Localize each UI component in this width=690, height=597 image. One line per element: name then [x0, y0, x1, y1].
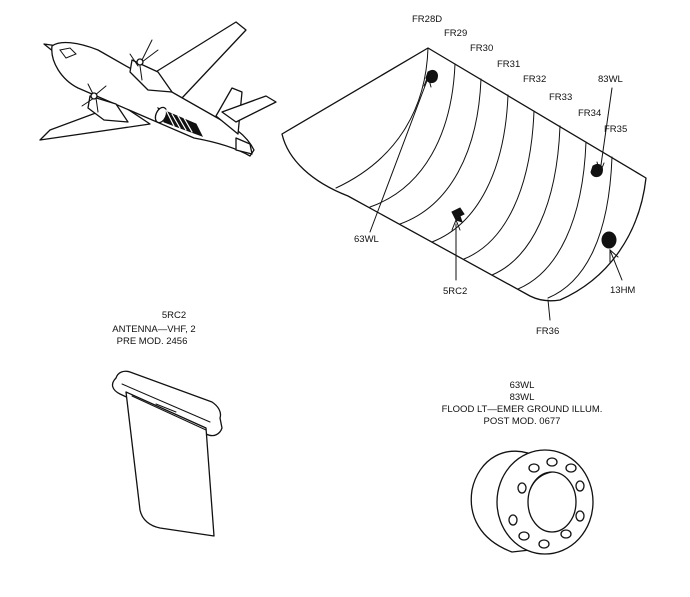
flood-title: FLOOD LT—EMER GROUND ILLUM. — [442, 404, 603, 415]
antenna-callout: 5RC2 ANTENNA—VHF, 2 PRE MOD. 2456 — [112, 310, 195, 347]
label-fr32: FR32 — [523, 74, 546, 85]
label-fr35: FR35 — [604, 124, 627, 135]
aircraft-icon — [39, 21, 277, 157]
label-fr31: FR31 — [497, 59, 520, 70]
antenna-id: 5RC2 — [162, 310, 186, 321]
label-fr30: FR30 — [470, 43, 493, 54]
port-13hm-marker — [601, 231, 617, 249]
flood-light-icon — [470, 449, 594, 555]
antenna-5rc2-marker — [451, 207, 465, 223]
label-13hm: 13HM — [610, 285, 635, 296]
flood-id-2: 83WL — [510, 392, 535, 403]
antenna-icon — [111, 370, 223, 537]
label-fr29: FR29 — [444, 28, 467, 39]
flood-id-1: 63WL — [510, 380, 535, 391]
label-fr34: FR34 — [578, 108, 601, 119]
frame-labels: FR28D FR29 FR30 FR31 FR32 FR33 FR34 FR35… — [354, 14, 635, 337]
label-5rc2: 5RC2 — [443, 286, 467, 297]
label-63wl: 63WL — [354, 234, 379, 245]
label-fr33: FR33 — [549, 92, 572, 103]
flood-callout: 63WL 83WL FLOOD LT—EMER GROUND ILLUM. PO… — [442, 380, 603, 427]
antenna-title: ANTENNA—VHF, 2 — [112, 324, 195, 335]
label-fr36: FR36 — [536, 326, 559, 337]
label-83wl: 83WL — [598, 74, 623, 85]
fuselage-section — [281, 47, 647, 321]
label-fr28d: FR28D — [412, 14, 442, 25]
flood-mod: POST MOD. 0677 — [484, 416, 561, 427]
antenna-mod: PRE MOD. 2456 — [117, 336, 188, 347]
